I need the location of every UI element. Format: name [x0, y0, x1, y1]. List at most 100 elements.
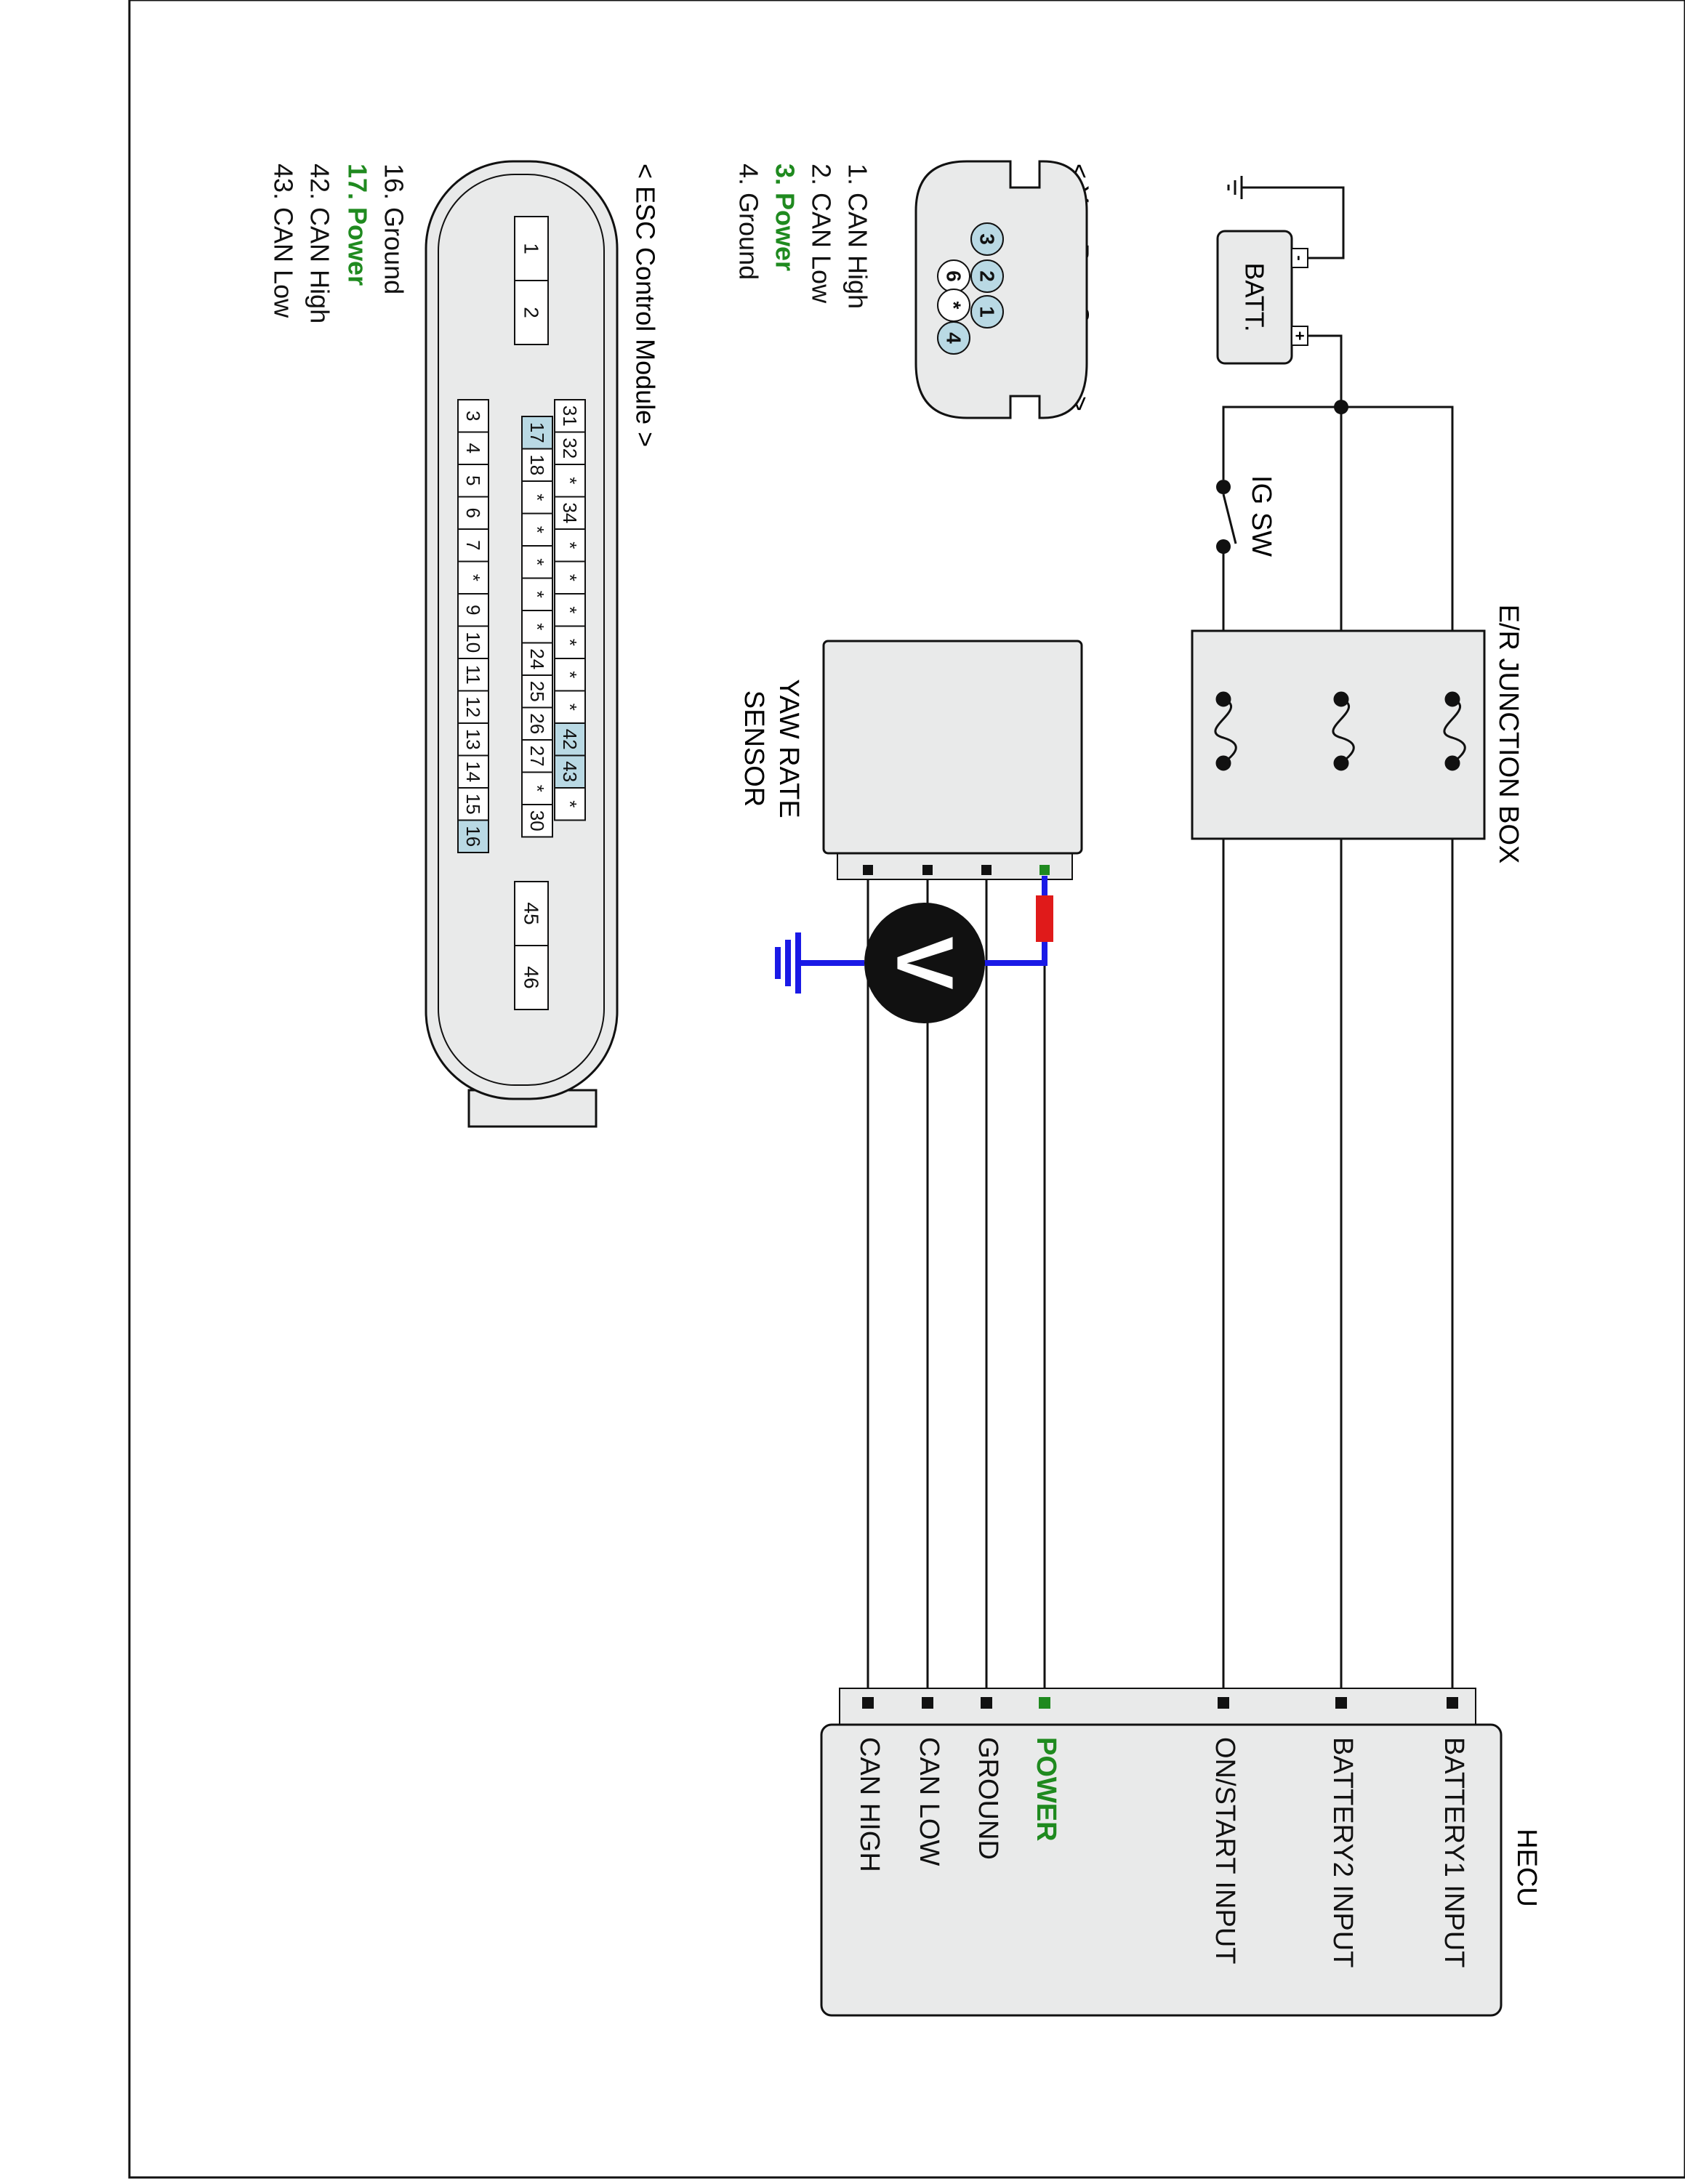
esc-connector-pin-label: 11	[462, 665, 484, 685]
voltmeter-body	[864, 903, 985, 1023]
esc-connector-pin	[521, 448, 553, 482]
yaw-connector-pin-label: 4	[943, 332, 965, 344]
hecu-pin-terminal	[1447, 1697, 1458, 1709]
esc-connector-pin-label: 46	[520, 966, 543, 988]
esc-connector-pin	[457, 560, 489, 595]
yaw-pin-terminal	[863, 865, 873, 875]
esc-connector-pin-label: *	[559, 639, 581, 646]
esc-connector-pin-label: 7	[462, 540, 484, 550]
battery-minus-label: -	[1291, 255, 1309, 260]
esc-connector-pin-label: 42	[559, 729, 581, 750]
ig-switch: IG SW	[1216, 465, 1276, 557]
probe-red-tip	[1036, 895, 1053, 942]
esc-connector-pin-label: *	[559, 477, 581, 484]
esc-connector-pin	[457, 819, 489, 853]
ig-switch-contact-bottom	[1216, 539, 1231, 554]
yaw-pin-terminal	[922, 865, 933, 875]
esc-connector-pin	[554, 787, 586, 821]
yaw-pin-terminal	[981, 865, 992, 875]
esc-connector-pin-label: 6	[462, 508, 484, 518]
esc-connector-pin-label: *	[559, 574, 581, 581]
yaw-connector-pin-label: 2	[976, 270, 999, 282]
esc-legend-item: 42. CAN High	[305, 164, 335, 323]
hecu-title: HECU	[1511, 1829, 1542, 1907]
battery-label: BATT.	[1240, 262, 1270, 331]
esc-connector-pin-label: *	[559, 541, 581, 549]
esc-connector-pin-label: 24	[526, 648, 548, 669]
yaw-sensor-body	[822, 640, 1083, 855]
yaw-legend-item: 1. CAN High	[843, 164, 873, 309]
hecu-connector-strip	[839, 1688, 1476, 1725]
battery-minus-terminal	[1291, 248, 1308, 268]
fuse-icon	[1214, 698, 1237, 765]
esc-connector-pin-label: 32	[559, 438, 581, 459]
esc-connector-pin-label: *	[526, 493, 548, 501]
ig-branch-wire	[1222, 406, 1341, 465]
battery: - + BATT.	[1216, 230, 1309, 365]
hecu-pin-label: GROUND	[973, 1737, 1003, 1860]
ig-switch-label: IG SW	[1246, 475, 1276, 557]
hecu-pin-label: BATTERY1 INPUT	[1439, 1737, 1469, 1967]
hecu-pin-terminal	[1218, 1697, 1229, 1709]
hecu-pin-terminal	[1335, 1697, 1347, 1709]
battery-ground-wire	[1242, 186, 1345, 259]
yaw-legend-item: 3. Power	[771, 164, 800, 271]
esc-legend-item: 43. CAN Low	[269, 164, 299, 318]
esc-connector-pin	[554, 399, 586, 433]
yaw-legend-item: 4. Ground	[734, 164, 764, 280]
voltmeter-symbol: V	[880, 936, 970, 989]
esc-connector-pin-label: 14	[462, 761, 484, 782]
esc-connector-pin	[457, 399, 489, 433]
hecu-pin-label: BATTERY2 INPUT	[1327, 1737, 1358, 1967]
hecu-pin-terminal	[981, 1697, 992, 1709]
esc-connector-view: < ESC Control Module > 1245463132*34****…	[269, 160, 661, 1128]
esc-connector-pin	[554, 658, 586, 692]
esc-connector-pin-label: 2	[520, 307, 543, 318]
hecu-body	[820, 1723, 1503, 2017]
esc-connector-title: < ESC Control Module >	[631, 164, 661, 447]
yaw-connector-pin-label: 1	[976, 306, 999, 318]
hecu-pin-label: CAN LOW	[914, 1737, 944, 1866]
yaw-sensor-connector-strip	[837, 851, 1073, 880]
esc-connector-pin-label: 16	[462, 826, 484, 847]
esc-connector-pin-label: 17	[526, 422, 548, 443]
esc-connector-pin-label: 31	[559, 406, 581, 427]
esc-connector-pin-label: *	[526, 623, 548, 630]
esc-connector-pin-label: *	[526, 591, 548, 598]
fuses	[1214, 691, 1466, 771]
esc-connector-pin-label: *	[559, 704, 581, 711]
esc-connector-pin-label: 15	[462, 794, 484, 815]
esc-connector-pin-label: 18	[526, 454, 548, 475]
esc-connector-pin	[457, 464, 489, 498]
esc-connector-pin-label: *	[526, 558, 548, 565]
yaw-connector-pin-label: 6	[943, 270, 965, 282]
yaw-legend-item: 2. CAN Low	[807, 164, 837, 304]
esc-connector-pin-label: *	[559, 671, 581, 678]
yaw-rate-sensor-box: YAW RATE SENSOR	[739, 640, 1083, 880]
hecu-pin-label: CAN HIGH	[854, 1737, 885, 1872]
page-frame	[128, 0, 1685, 2179]
esc-connector-pin	[514, 881, 549, 946]
yaw-connector-pin	[937, 321, 970, 355]
junction-box: E/R JUNCTION BOX	[1191, 605, 1524, 863]
yaw-connector-pin-label: 3	[976, 233, 999, 245]
esc-connector-pin-label: 13	[462, 729, 484, 750]
hecu-pin-terminal	[1039, 1697, 1050, 1709]
esc-pin-group: 1245463132*34******4243*1718*****2425262…	[457, 216, 586, 1010]
esc-connector-shell-inner	[438, 174, 605, 1086]
esc-connector-pin	[457, 528, 489, 563]
yaw-pin-terminal-power	[1039, 865, 1050, 875]
esc-connector-pin-label: 27	[526, 746, 548, 767]
esc-connector-pin-label: 3	[462, 411, 484, 421]
esc-connector-pin-label: 12	[462, 696, 484, 717]
battery-plus-terminal	[1291, 326, 1308, 346]
voltmeter: V	[775, 876, 1053, 1023]
probe-blue-wire	[981, 942, 1047, 966]
